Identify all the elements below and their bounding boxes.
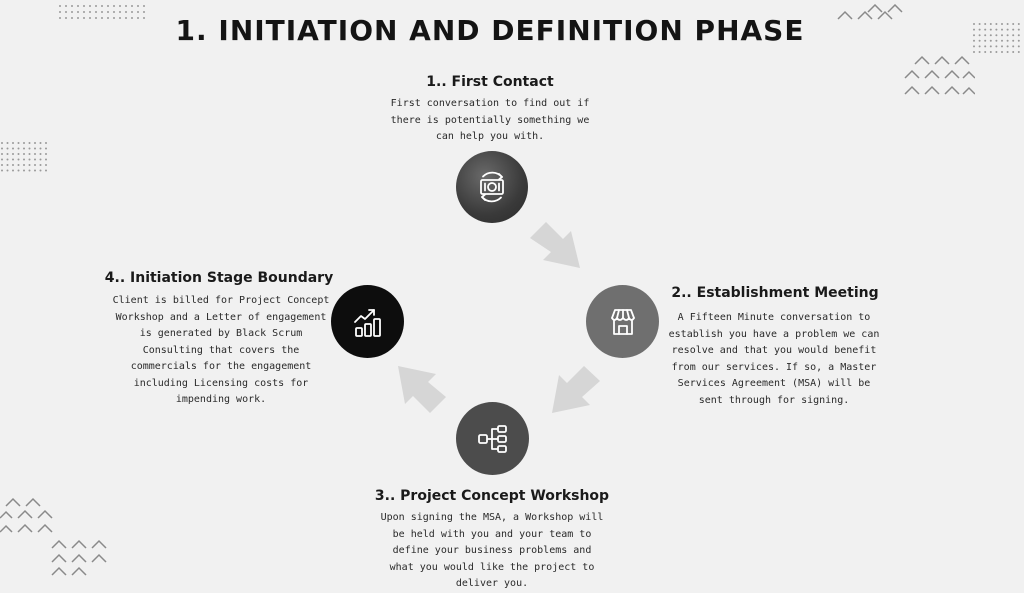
step-1-description: First conversation to find out if there … [390, 98, 590, 142]
step-4-circle [331, 285, 404, 358]
arrow-step3-to-step4 [398, 366, 446, 413]
arrow-step2-to-step3 [552, 366, 600, 413]
step-3-title: 3.. Project Concept Workshop [374, 488, 610, 504]
step-3-description: Upon signing the MSA, a Workshop will be… [380, 512, 604, 589]
step-2-circle [586, 285, 659, 358]
step-4-description: Client is billed for Project Concept Wor… [112, 295, 330, 405]
dot-pattern-left [1, 142, 47, 172]
step-2-description: A Fifteen Minute conversation to establi… [668, 312, 880, 406]
step-2-title: 2.. Establishment Meeting [671, 285, 879, 301]
money-cycle-icon [480, 171, 504, 203]
step-4-title: 4.. Initiation Stage Boundary [104, 270, 334, 286]
step-1-title: 1.. First Contact [426, 74, 554, 90]
hierarchy-icon [477, 424, 507, 453]
chevron-pattern-top-right [837, 4, 903, 20]
step-1-circle [456, 151, 528, 223]
arrow-step1-to-step2 [530, 222, 580, 268]
dot-pattern-top-left [59, 5, 145, 19]
step-3-circle [456, 402, 529, 475]
page-title: 1. INITIATION AND DEFINITION PHASE [175, 14, 805, 47]
growth-chart-icon [353, 308, 381, 337]
chevron-pattern-bottom-left [0, 497, 107, 576]
dot-pattern-right [973, 23, 1020, 53]
chevron-pattern-right [904, 55, 975, 95]
cycle-arrows [398, 222, 600, 413]
storefront-icon [610, 308, 635, 335]
